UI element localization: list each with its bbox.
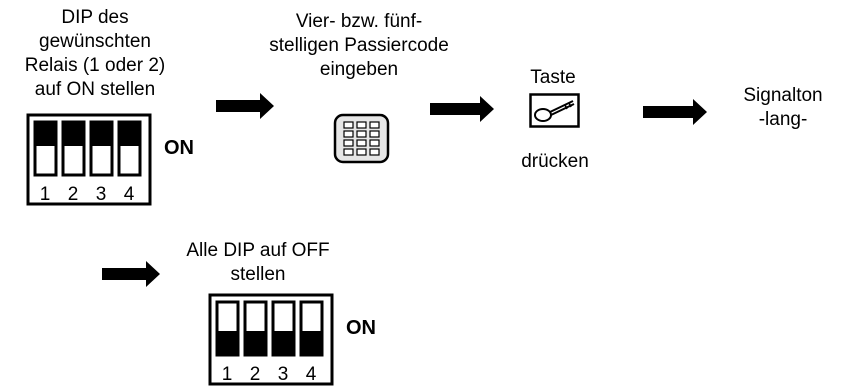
dip-slot-1 bbox=[33, 120, 58, 177]
step1-line-1: DIP des bbox=[61, 7, 129, 28]
arrow-right-icon bbox=[216, 93, 274, 119]
arrow-right-icon bbox=[430, 96, 494, 122]
dip-number-3: 3 bbox=[278, 364, 289, 385]
dip-slot-2 bbox=[61, 120, 86, 177]
step2-text: Vier- bzw. fünf- stelligen Passiercode e… bbox=[244, 10, 474, 82]
dip-number-4: 4 bbox=[306, 364, 317, 385]
step3-title: Taste bbox=[530, 67, 576, 88]
dip-number-1: 1 bbox=[222, 364, 233, 385]
step4-line-1: Signalton bbox=[743, 85, 823, 106]
step1-line-3: Relais (1 oder 2) bbox=[24, 55, 166, 76]
step5-text: Alle DIP auf OFF stellen bbox=[163, 239, 353, 287]
dip-number-2: 2 bbox=[250, 364, 261, 385]
step2-line-2: stelligen Passiercode bbox=[269, 35, 449, 56]
dip-switch-on: 1 2 3 4 bbox=[26, 113, 152, 206]
step5-line-1: Alle DIP auf OFF bbox=[186, 240, 330, 261]
dip-slot-4 bbox=[117, 120, 142, 177]
dip-slot-1 bbox=[215, 300, 240, 357]
step2-line-1: Vier- bzw. fünf- bbox=[295, 11, 423, 32]
dip-on-label: ON bbox=[164, 137, 194, 159]
dip-slot-4 bbox=[299, 300, 324, 357]
arrow-right-icon bbox=[102, 261, 160, 287]
dip-number-3: 3 bbox=[96, 184, 107, 205]
dip-number-2: 2 bbox=[68, 184, 79, 205]
step1-line-4: auf ON stellen bbox=[34, 79, 156, 100]
key-icon bbox=[529, 93, 580, 128]
step2-line-3: eingeben bbox=[319, 59, 399, 80]
step4-line-2: -lang- bbox=[758, 109, 808, 130]
step3-sub: drücken bbox=[521, 151, 589, 172]
step1-text: DIP des gewünschten Relais (1 oder 2) au… bbox=[0, 6, 190, 102]
dip-on-label: ON bbox=[346, 317, 376, 339]
dip-slot-3 bbox=[271, 300, 296, 357]
keypad-icon bbox=[333, 113, 390, 164]
arrow-right-icon bbox=[643, 99, 707, 125]
step4-text: Signalton -lang- bbox=[728, 84, 838, 132]
dip-slot-2 bbox=[243, 300, 268, 357]
step1-line-2: gewünschten bbox=[39, 31, 151, 52]
dip-slot-3 bbox=[89, 120, 114, 177]
dip-number-4: 4 bbox=[124, 184, 135, 205]
dip-number-1: 1 bbox=[40, 184, 51, 205]
dip-switch-off: 1 2 3 4 bbox=[208, 293, 334, 386]
step5-line-2: stellen bbox=[230, 264, 286, 285]
